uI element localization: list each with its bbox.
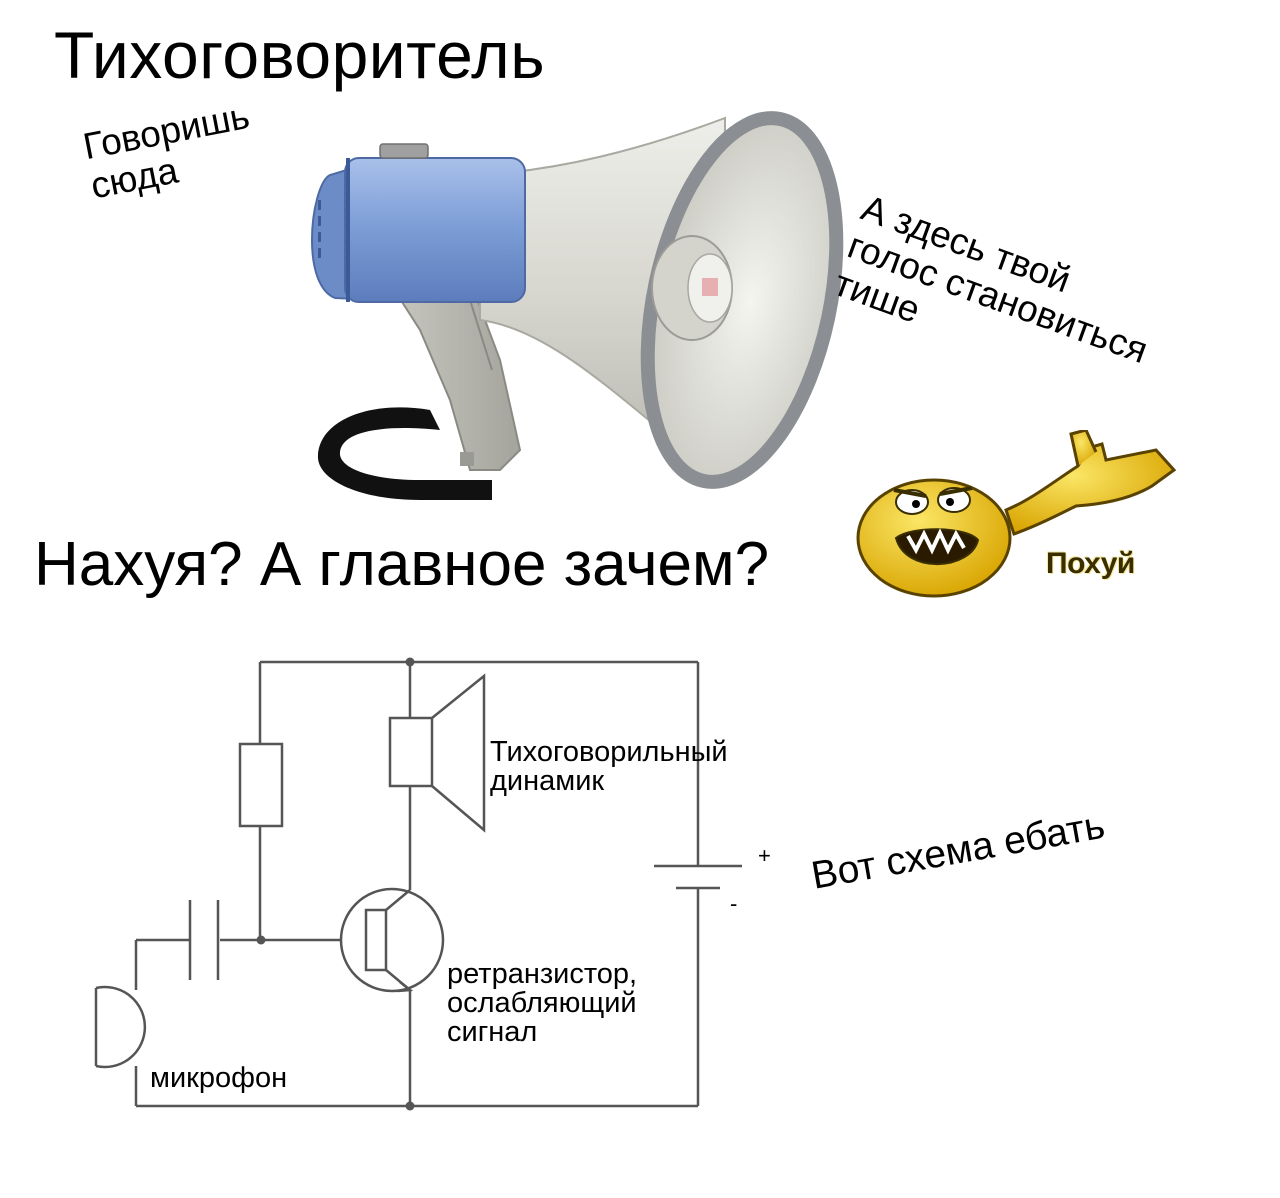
megaphone-strap: [317, 407, 492, 500]
battery-plus-label: +: [758, 843, 771, 868]
page-title: Тихоговоритель: [54, 18, 546, 92]
emoji-label: Похуй: [1046, 547, 1135, 580]
transistor-label-line: ретранзистор,: [447, 958, 638, 990]
mic-body: [95, 985, 147, 1069]
battery-minus-label: -: [730, 891, 738, 916]
transistor-label: ретранзистор, ослабляющий сигнал: [447, 960, 637, 1047]
transistor-collector: [385, 889, 411, 911]
transistor-label-line: ослабляющий: [447, 987, 637, 1019]
resistor: [238, 742, 284, 828]
junction-bottom: [405, 1101, 415, 1111]
speaker-label: Тихоговорильный динамик: [490, 738, 728, 796]
transistor-inner: [364, 908, 388, 972]
transistor-emitter-arrow: [397, 981, 414, 993]
speaker-label-line: динамик: [490, 765, 605, 797]
caption-question: Нахуя? А главное зачем?: [34, 530, 770, 599]
speaker-coil: [388, 716, 434, 788]
transistor-label-line: сигнал: [447, 1016, 538, 1048]
emoji-middle-finger: [856, 430, 1177, 598]
microphone-label: микрофон: [150, 1062, 288, 1094]
speaker-label-line: Тихоговорильный: [490, 736, 728, 768]
speaker-cone: [431, 673, 486, 833]
